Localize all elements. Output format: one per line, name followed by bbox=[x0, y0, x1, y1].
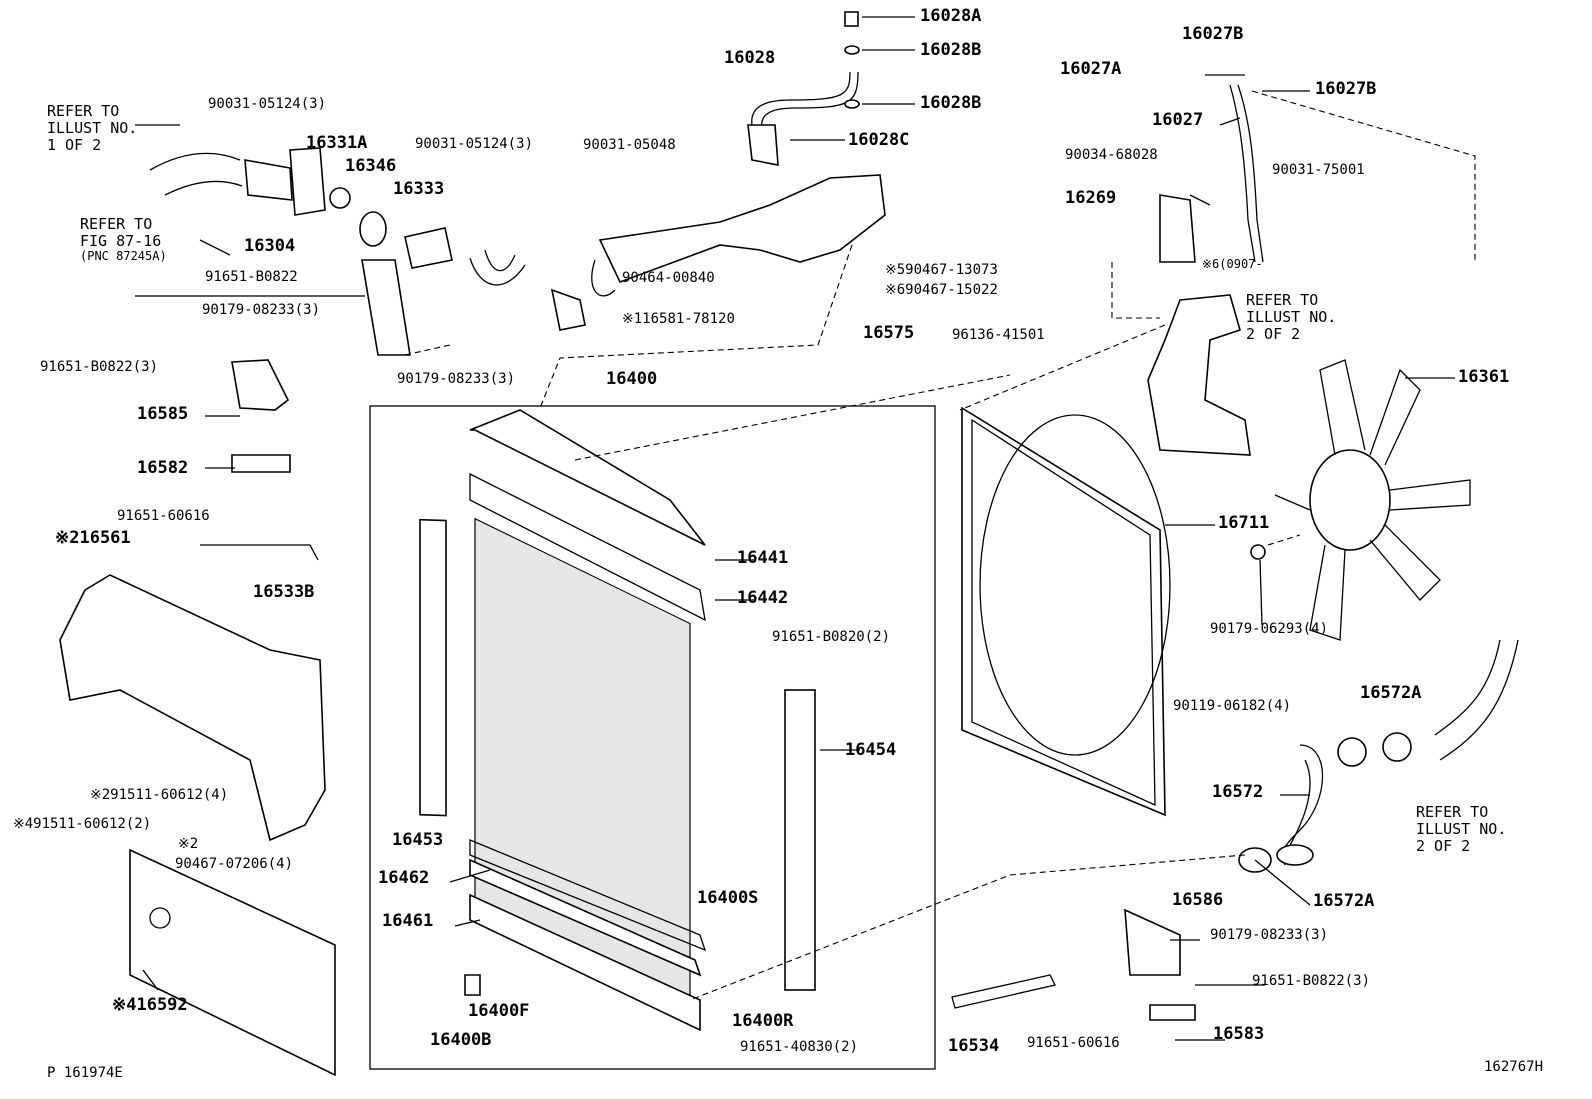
part-label-16453[interactable]: 16453 bbox=[392, 830, 444, 850]
radiator-core-graphic bbox=[469, 409, 707, 1032]
refer-illust-2-of-2-bottom-note: REFER TO ILLUST NO. 2 OF 2 bbox=[1416, 803, 1507, 855]
leader-lines bbox=[135, 16, 1455, 1041]
reservoir-graphic bbox=[1147, 84, 1264, 456]
part-label-16582[interactable]: 16582 bbox=[137, 458, 189, 478]
part-label-16572A-upper[interactable]: 16572A bbox=[1360, 683, 1422, 703]
part-label-16028[interactable]: 16028 bbox=[724, 48, 776, 68]
part-label-16269[interactable]: 16269 bbox=[1065, 188, 1117, 208]
part-label-16572[interactable]: 16572 bbox=[1212, 782, 1264, 802]
part-label-90179-08233-lower[interactable]: 90179-08233(3) bbox=[1210, 927, 1329, 943]
part-label-16400B[interactable]: 16400B bbox=[430, 1030, 492, 1050]
part-label-90031-05048[interactable]: 90031-05048 bbox=[583, 137, 676, 153]
part-label-16533B[interactable]: 16533B bbox=[253, 582, 315, 602]
part-label-16361[interactable]: 16361 bbox=[1458, 367, 1510, 387]
part-label-90467-07206[interactable]: 90467-07206(4) bbox=[175, 856, 294, 872]
part-label-90179-08233-middle[interactable]: 90179-08233(3) bbox=[397, 371, 516, 387]
part-label-90464-00840[interactable]: 90464-00840 bbox=[622, 270, 715, 286]
dashed-assembly-lines bbox=[404, 90, 1476, 1001]
part-label-16028B-upper[interactable]: 16028B bbox=[920, 40, 982, 60]
part-label-16028A[interactable]: 16028A bbox=[920, 6, 982, 26]
part-label-16585[interactable]: 16585 bbox=[137, 404, 189, 424]
part-label-16583[interactable]: 16583 bbox=[1213, 1024, 1265, 1044]
part-label-16534[interactable]: 16534 bbox=[948, 1036, 1000, 1056]
part-label-90179-06293[interactable]: 90179-06293(4) bbox=[1210, 621, 1329, 637]
part-label-90467-15022[interactable]: ※690467-15022 bbox=[885, 282, 998, 298]
air-duct-graphic bbox=[550, 174, 886, 331]
part-label-91651-60616-left[interactable]: 91651-60616 bbox=[117, 508, 210, 524]
part-label-16400S[interactable]: 16400S bbox=[697, 888, 759, 908]
part-label-16575[interactable]: 16575 bbox=[863, 323, 915, 343]
part-label-16586[interactable]: 16586 bbox=[1172, 890, 1224, 910]
part-label-91651-B0820[interactable]: 91651-B0820(2) bbox=[772, 629, 891, 645]
part-label-16028B-lower[interactable]: 16028B bbox=[920, 93, 982, 113]
inlet-pipe-graphic bbox=[747, 11, 860, 166]
radiator-assembly-frame bbox=[369, 405, 936, 1070]
part-label-16441[interactable]: 16441 bbox=[737, 548, 789, 568]
part-label-16304[interactable]: 16304 bbox=[244, 236, 296, 256]
part-label-16400R[interactable]: 16400R bbox=[732, 1011, 794, 1031]
part-label-90031-05124-left[interactable]: 90031-05124(3) bbox=[208, 96, 327, 112]
part-label-16027B-upper[interactable]: 16027B bbox=[1182, 24, 1244, 44]
part-label-16454[interactable]: 16454 bbox=[845, 740, 897, 760]
refer-fig-87-16-note: REFER TO FIG 87-16 bbox=[80, 215, 162, 250]
part-label-16400F[interactable]: 16400F bbox=[468, 1001, 530, 1021]
page-reference: P 161974E bbox=[47, 1065, 123, 1081]
refer-illust-2-of-2-top-note: REFER TO ILLUST NO. 2 OF 2 bbox=[1246, 291, 1337, 343]
part-label-91651-B0822-3[interactable]: 91651-B0822(3) bbox=[40, 359, 159, 375]
lower-left-parts-graphic bbox=[59, 359, 336, 1077]
side-member-right bbox=[784, 689, 816, 991]
part-label-91511-60612-4[interactable]: ※291511-60612(4) bbox=[90, 787, 229, 803]
part-label-16028C[interactable]: 16028C bbox=[848, 130, 910, 150]
note-mark-2: ※2 bbox=[178, 836, 199, 852]
figure-id: 162767H bbox=[1484, 1059, 1544, 1075]
part-label-90907-cut[interactable]: ※6(0907- bbox=[1202, 257, 1263, 271]
part-label-16461[interactable]: 16461 bbox=[382, 911, 434, 931]
side-member-left bbox=[419, 518, 447, 817]
part-label-16442[interactable]: 16442 bbox=[737, 588, 789, 608]
part-label-16027B-lower[interactable]: 16027B bbox=[1315, 79, 1377, 99]
refer-illust-1-of-2-note: REFER TO ILLUST NO. 1 OF 2 bbox=[47, 102, 138, 154]
part-label-91651-40830[interactable]: 91651-40830(2) bbox=[740, 1039, 859, 1055]
bottom-brackets-graphic bbox=[464, 908, 1196, 1021]
part-label-16346[interactable]: 16346 bbox=[345, 156, 397, 176]
part-label-90031-05124-right[interactable]: 90031-05124(3) bbox=[415, 136, 534, 152]
part-label-16027[interactable]: 16027 bbox=[1152, 110, 1204, 130]
part-label-16592[interactable]: ※416592 bbox=[112, 995, 188, 1015]
part-label-16711[interactable]: 16711 bbox=[1218, 513, 1270, 533]
fan-graphic bbox=[1250, 359, 1471, 641]
part-label-16572A-lower[interactable]: 16572A bbox=[1313, 891, 1375, 911]
part-label-16027A[interactable]: 16027A bbox=[1060, 59, 1122, 79]
part-label-90467-13073[interactable]: ※590467-13073 bbox=[885, 262, 998, 278]
part-label-16561[interactable]: ※216561 bbox=[55, 528, 131, 548]
part-label-91651-B0822[interactable]: 91651-B0822 bbox=[205, 269, 298, 285]
part-label-91651-B0822-lower[interactable]: 91651-B0822(3) bbox=[1252, 973, 1371, 989]
part-label-90119-06182[interactable]: 90119-06182(4) bbox=[1173, 698, 1292, 714]
part-label-16581-78120[interactable]: ※116581-78120 bbox=[622, 311, 735, 327]
part-label-16331A[interactable]: 16331A bbox=[306, 133, 368, 153]
part-label-96136-41501[interactable]: 96136-41501 bbox=[952, 327, 1045, 343]
upper-hose-graphic bbox=[149, 147, 526, 356]
part-label-90034-68028[interactable]: 90034-68028 bbox=[1065, 147, 1158, 163]
part-label-90179-08233-upper[interactable]: 90179-08233(3) bbox=[202, 302, 321, 318]
part-label-16400[interactable]: 16400 bbox=[606, 369, 658, 389]
part-label-90031-75001[interactable]: 90031-75001 bbox=[1272, 162, 1365, 178]
part-label-16462[interactable]: 16462 bbox=[378, 868, 430, 888]
pnc-87245a-note: (PNC 87245A) bbox=[80, 249, 167, 263]
part-label-91651-60616-lower[interactable]: 91651-60616 bbox=[1027, 1035, 1120, 1051]
part-label-16333[interactable]: 16333 bbox=[393, 179, 445, 199]
fan-shroud-graphic bbox=[961, 406, 1171, 817]
part-label-91511-60612-2[interactable]: ※491511-60612(2) bbox=[13, 816, 152, 832]
